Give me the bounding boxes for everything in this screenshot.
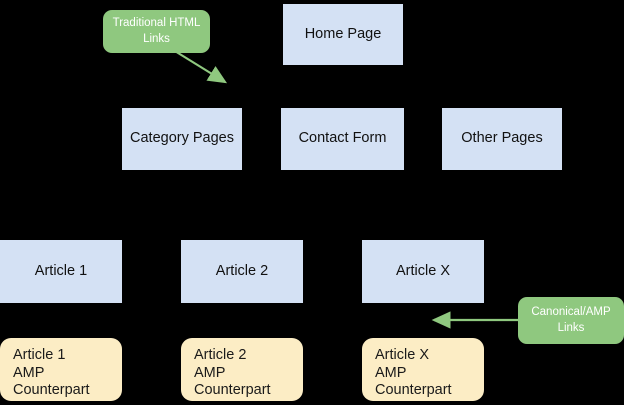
node-article-1: Article 1 (0, 240, 122, 303)
node-article-2-amp-counterpart-label: Article 2 AMP Counterpart (194, 347, 271, 399)
node-article-2-amp-counterpart: Article 2 AMP Counterpart (181, 338, 303, 401)
node-article-x-amp-counterpart: Article X AMP Counterpart (362, 338, 484, 401)
node-article-x-amp-counterpart-label: Article X AMP Counterpart (375, 347, 452, 399)
callout-traditional-html-links-label: Traditional HTML Links (112, 16, 201, 45)
callout-canonical-amp-links: Canonical/AMP Links (518, 297, 624, 344)
node-contact-form: Contact Form (281, 108, 404, 170)
node-article-1-label: Article 1 (34, 262, 88, 279)
node-other-pages-label: Other Pages (461, 130, 543, 147)
node-article-2-label: Article 2 (215, 262, 269, 279)
node-category-pages-label: Category Pages (130, 130, 234, 147)
node-article-1-amp-counterpart: Article 1 AMP Counterpart (0, 338, 122, 401)
callout-traditional-html-links: Traditional HTML Links (103, 10, 210, 53)
node-contact-form-label: Contact Form (298, 130, 387, 147)
node-article-x: Article X (362, 240, 484, 303)
node-category-pages: Category Pages (122, 108, 242, 170)
node-home-page: Home Page (283, 4, 403, 65)
callout-canonical-amp-links-label: Canonical/AMP Links (531, 305, 611, 334)
node-home-page-label: Home Page (304, 25, 382, 42)
node-article-2: Article 2 (181, 240, 303, 303)
arrow-traditional-html-links (169, 47, 228, 84)
node-article-x-label: Article X (396, 262, 450, 279)
node-article-1-amp-counterpart-label: Article 1 AMP Counterpart (13, 347, 90, 399)
node-other-pages: Other Pages (442, 108, 562, 170)
